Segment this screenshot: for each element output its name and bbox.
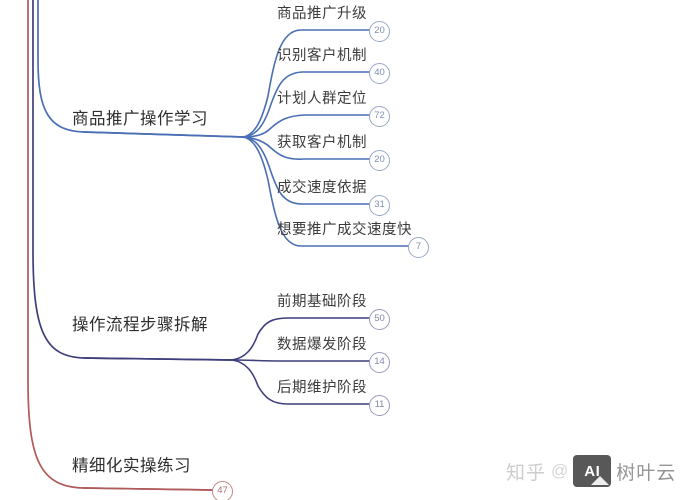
leaf-badge-2-3[interactable]: 11	[369, 395, 390, 416]
branch-1-leaf-line-3	[242, 114, 373, 138]
leaf-label-1-4[interactable]: 获取客户机制	[277, 135, 367, 151]
leaf-label-2-3[interactable]: 后期维护阶段	[277, 380, 367, 396]
branch-1-leaf-line-1	[242, 29, 373, 138]
leaf-badge-2-2[interactable]: 14	[369, 352, 390, 373]
leaf-badge-1-5[interactable]: 31	[369, 195, 390, 216]
mountain-icon	[591, 476, 610, 485]
ai-image-icon: AI	[573, 455, 612, 487]
branch-1-leaf-line-2	[242, 71, 373, 138]
leaf-label-1-6[interactable]: 想要推广成交速度快	[277, 222, 412, 238]
branch-2-leaf-line-1	[231, 317, 373, 361]
leaf-label-2-2[interactable]: 数据爆发阶段	[277, 337, 367, 353]
leaf-label-1-5[interactable]: 成交速度依据	[277, 180, 367, 196]
branch-1-spine	[83, 131, 244, 138]
leaf-badge-2-1[interactable]: 50	[369, 309, 390, 330]
branch-label-2[interactable]: 操作流程步骤拆解	[72, 316, 208, 334]
branch-2-spine	[83, 357, 233, 361]
branch-2-leaf-line-3	[231, 359, 373, 405]
leaf-badge-1-2[interactable]: 40	[369, 63, 390, 84]
watermark-at-symbol: @	[551, 461, 569, 480]
trunk-curve-red	[27, 0, 213, 491]
watermark: 知乎 @ AI 树叶云	[506, 455, 676, 487]
watermark-author: 树叶云	[616, 462, 677, 484]
leaf-badge-1-1[interactable]: 20	[369, 21, 390, 42]
leaf-badge-1-3[interactable]: 72	[369, 106, 390, 127]
ai-icon-label: AI	[584, 462, 601, 480]
leaf-label-1-1[interactable]: 商品推广升级	[277, 6, 367, 22]
branch-label-1[interactable]: 商品推广操作学习	[72, 110, 208, 128]
leaf-label-1-3[interactable]: 计划人群定位	[277, 91, 367, 107]
leaf-label-1-2[interactable]: 识别客户机制	[277, 48, 367, 64]
leaf-badge-1-4[interactable]: 20	[369, 150, 390, 171]
trunk-curve-blue	[37, 0, 244, 138]
trunk-curve-purple	[32, 0, 233, 361]
watermark-site: 知乎	[506, 462, 547, 484]
branch-1-leaf-line-4	[242, 136, 373, 160]
branch-1-leaf-line-6	[242, 136, 412, 247]
branch-3-spine	[83, 487, 213, 491]
leaf-label-2-1[interactable]: 前期基础阶段	[277, 294, 367, 310]
branch-1-leaf-line-5	[242, 136, 373, 205]
leaf-badge-1-6[interactable]: 7	[408, 237, 429, 258]
branch-badge-3[interactable]: 47	[212, 481, 233, 500]
branch-label-3[interactable]: 精细化实操练习	[72, 457, 191, 475]
branch-2-leaf-line-2	[231, 359, 373, 362]
